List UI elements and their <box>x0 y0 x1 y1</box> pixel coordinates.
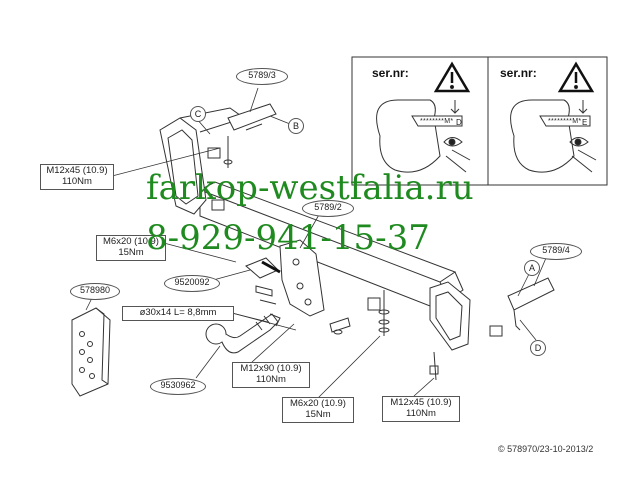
bracket-plate-5789-3 <box>227 103 277 131</box>
part-label-5789-3: 5789/3 <box>236 68 288 85</box>
part-label-9520092: 9520092 <box>164 275 220 292</box>
spec-bolt-top-left: M12x45 (10.9) 110Nm <box>40 164 114 190</box>
bolt-icon <box>255 285 277 305</box>
part-label-578980: 578980 <box>70 283 120 300</box>
bolt-torque: 110Nm <box>256 374 286 385</box>
spec-bolt-m6-bottom: M6x20 (10.9) 15Nm <box>282 397 354 423</box>
bolt-size: M12x90 (10.9) <box>240 363 302 374</box>
spec-bolt-center: M12x90 (10.9) 110Nm <box>232 362 310 388</box>
bolt-size: M6x20 (10.9) <box>290 398 346 409</box>
serial-letter-e: E <box>582 118 588 127</box>
part-label-5789-2: 5789/2 <box>302 200 354 217</box>
bolt-icon <box>245 123 263 131</box>
serial-label-1: ser.nr: <box>372 66 409 80</box>
eye-icon <box>443 137 463 147</box>
bracket-plate-5789-4 <box>507 277 555 311</box>
electrical-socket-icon <box>71 307 111 397</box>
serial-code-1: ********M* <box>420 118 454 125</box>
center-mount <box>279 239 325 317</box>
serial-tag <box>539 115 591 127</box>
bolt-icon <box>329 317 351 335</box>
bolt-icon <box>223 136 233 168</box>
part-label-9530962: 9530962 <box>150 378 206 395</box>
bolt-torque: 15Nm <box>305 409 331 420</box>
marker-b: B <box>288 118 304 134</box>
copyright-note: © 578970/23-10-2013/2 <box>498 444 594 454</box>
bolt-torque: 110Nm <box>406 408 436 419</box>
warning-triangle-icon <box>433 61 471 93</box>
bolt-icon <box>378 290 390 336</box>
warning-triangle-icon <box>557 61 595 93</box>
eye-icon <box>569 137 589 147</box>
tow-ball-icon <box>205 313 281 354</box>
ball-dimension: ø30x14 L= 8,8mm <box>139 307 217 318</box>
watermark-site: farkop-westfalia.ru <box>146 168 474 208</box>
bolt-size: M12x45 (10.9) <box>46 165 108 176</box>
serial-code-2: ********M* <box>548 118 582 125</box>
marker-a: A <box>524 260 540 276</box>
serial-letter-d: D <box>456 118 462 127</box>
marker-d: D <box>530 340 546 356</box>
bolt-torque: 15Nm <box>118 247 144 258</box>
marker-c: C <box>190 106 206 122</box>
serial-tag <box>411 115 463 127</box>
spec-bolt-m6-left: M6x20 (10.9) 15Nm <box>96 235 166 261</box>
part-label-5789-4: 5789/4 <box>530 243 582 260</box>
bolt-icon <box>429 351 439 381</box>
spec-bolt-right: M12x45 (10.9) 110Nm <box>382 396 460 422</box>
bolt-size: M6x20 (10.9) <box>103 236 159 247</box>
serial-label-2: ser.nr: <box>500 66 537 80</box>
bolt-size: M12x45 (10.9) <box>390 397 452 408</box>
watermark-phone: 8-929-941-15-37 <box>146 218 430 258</box>
spec-ball-dimension: ø30x14 L= 8,8mm <box>122 306 234 321</box>
bolt-torque: 110Nm <box>62 176 92 187</box>
